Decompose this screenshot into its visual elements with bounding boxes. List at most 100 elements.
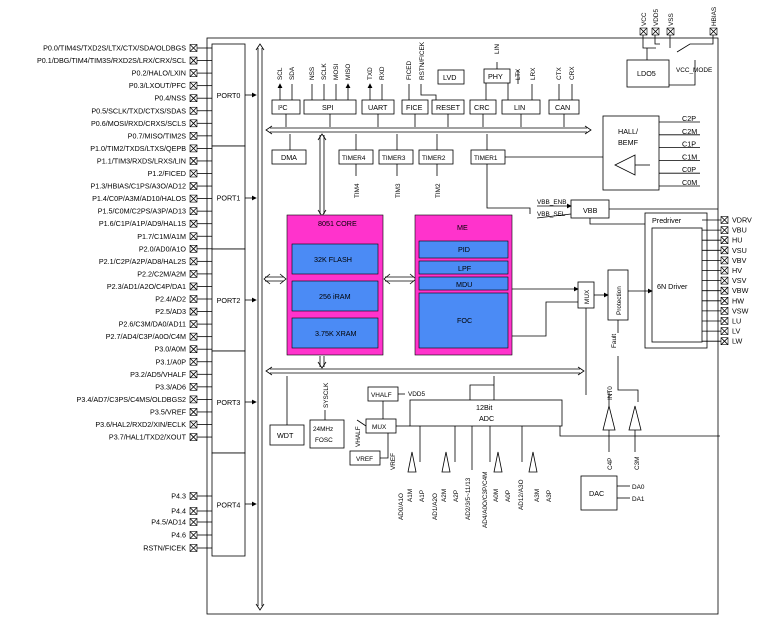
left-pin-box	[189, 370, 198, 379]
pin-hbias: HBIAS	[711, 7, 718, 26]
svg-text:FOC: FOC	[457, 316, 472, 325]
mdu-block	[418, 276, 509, 291]
svg-text:A0M: A0M	[493, 489, 500, 502]
left-pin-label: P2.4/AD2	[155, 295, 186, 304]
left-pin-label: P0.6/MOSI/RXD/CRXS/SCLS	[91, 119, 186, 128]
left-pin-label: P0.1/DBG/TIM4/TIM3S/RXD2S/LRX/CRX/SCL	[37, 56, 186, 65]
svg-text:ADC: ADC	[479, 414, 494, 423]
port-block	[211, 43, 246, 147]
svg-text:MISO: MISO	[345, 64, 352, 80]
uart-label: UART	[368, 103, 388, 112]
left-pin-label: P4.5/AD14	[151, 518, 186, 527]
left-pin-label: P3.2/AD5/VHALF	[130, 370, 187, 379]
hall-pin-label: C1P	[682, 140, 696, 149]
left-pin-box	[189, 357, 198, 366]
port-label: PORT4	[217, 501, 241, 510]
svg-text:DA0: DA0	[632, 484, 645, 491]
protection-block: Protection Fault	[607, 269, 653, 402]
left-pin-box	[189, 518, 198, 526]
svg-text:6N Driver: 6N Driver	[657, 282, 688, 291]
lin-label: LIN	[514, 103, 525, 112]
right-pin-box	[720, 317, 729, 325]
left-pin-label: P1.6/C1P/A1P/AD9/HAL1S	[99, 219, 186, 228]
svg-text:DAC: DAC	[589, 489, 604, 498]
reset-label: RESET	[436, 103, 461, 112]
left-pin-label: P2.6/C3M/DA0/AD11	[119, 320, 186, 329]
timer2-label: TIMER2	[422, 155, 446, 162]
svg-text:VBB_ENB: VBB_ENB	[537, 199, 566, 206]
timer3-label: TIMER3	[382, 155, 406, 162]
left-pin-label: P3.5/VREF	[150, 407, 187, 416]
left-pin-label: P2.1/C2P/A2P/AD8/HAL2S	[99, 257, 186, 266]
left-pin-box	[189, 544, 198, 552]
right-pin-box	[720, 216, 729, 224]
svg-text:32K FLASH: 32K FLASH	[314, 255, 352, 264]
top-bus	[265, 125, 592, 135]
left-pin-box	[189, 81, 198, 90]
right-pin-label: VBV	[732, 256, 747, 265]
port-block	[211, 350, 246, 454]
left-pin-label: P1.4/C0P/A3M/AD10/HALOS	[92, 194, 186, 203]
svg-text:VBB: VBB	[583, 206, 598, 215]
left-pin-label: P4.6	[171, 531, 186, 540]
left-pin-box	[189, 132, 198, 140]
left-pin-label: P2.3/AD1/A2O/C4P/DA1	[107, 282, 186, 291]
svg-text:Fault: Fault	[611, 334, 618, 348]
left-pin-box	[189, 307, 198, 316]
port-label: PORT3	[217, 398, 241, 407]
left-pin-label: P4.4	[171, 507, 186, 516]
hall-pin-label: C2P	[682, 114, 696, 123]
port-label: PORT2	[217, 296, 241, 305]
wdt-fosc: WDT SYSCLK 24MHz FOSC	[269, 376, 345, 449]
hall-pin-label: C2M	[682, 127, 697, 136]
right-pin-label: HU	[732, 236, 742, 245]
right-pin-box	[720, 327, 729, 335]
left-pin-label: P2.0/AD0/A1O	[139, 244, 187, 253]
timer4-label: TIMER4	[342, 155, 366, 162]
right-pin-label: LU	[732, 317, 741, 326]
pin-vcc: VCC	[641, 12, 648, 26]
iram-block	[291, 280, 379, 312]
left-pin-box	[189, 295, 198, 303]
left-pin-box	[189, 433, 198, 441]
right-pin-box	[720, 307, 729, 315]
svg-text:MUX: MUX	[584, 289, 591, 304]
svg-text:VHALF: VHALF	[355, 426, 362, 447]
bottom-bus	[265, 366, 585, 376]
left-pin-label: P1.2/FICED	[148, 169, 186, 178]
svg-text:256 iRAM: 256 iRAM	[319, 292, 351, 301]
xram-block	[291, 317, 379, 349]
timer-blocks: DMA TIMER4 TIMER3 TIMER2 TIMER1 TIM4 TIM…	[271, 134, 610, 214]
svg-text:SCLK: SCLK	[321, 63, 328, 80]
top-power-pins: VCC VDD5 VSS HBIAS	[639, 7, 718, 86]
svg-text:CTX: CTX	[556, 66, 563, 80]
svg-text:VDD5: VDD5	[408, 391, 425, 398]
left-pin-box	[189, 44, 198, 52]
flash-block	[291, 243, 379, 275]
right-pin-label: VBW	[732, 286, 749, 295]
left-pin-label: P0.4/NSS	[154, 94, 186, 103]
svg-text:DA1: DA1	[632, 496, 645, 503]
ldo5-block	[626, 59, 670, 88]
left-pin-label: P0.7/MISO/TIM2S	[128, 131, 187, 140]
ldo5-label: LDO5	[637, 69, 656, 78]
hall-bemf: HALL/ BEMF	[602, 115, 660, 191]
foc-block	[418, 292, 509, 349]
right-pin-label: HV	[732, 266, 742, 275]
left-pin-box	[189, 383, 198, 391]
left-pin-box	[189, 157, 198, 165]
svg-text:C4P: C4P	[607, 458, 614, 470]
right-pin-box	[720, 246, 729, 255]
svg-text:LTX: LTX	[515, 68, 522, 80]
svg-text:LPF: LPF	[458, 264, 472, 273]
timer1-label: TIMER1	[474, 155, 498, 162]
left-pin-box	[189, 257, 198, 266]
left-pin-label: P1.5/C0M/C2PS/A3P/AD13	[98, 207, 186, 216]
adc-section: VHALF VDD5 MUX VREF VHALF VREF 12Bit ADC	[349, 376, 720, 470]
svg-text:NSS: NSS	[309, 67, 316, 80]
svg-text:AD4/A0O/C3P/C4M: AD4/A0O/C3P/C4M	[482, 472, 489, 528]
left-pin-box	[189, 194, 198, 203]
dac-block: DAC DA0 DA1	[580, 475, 645, 511]
left-pin-box	[189, 332, 198, 341]
